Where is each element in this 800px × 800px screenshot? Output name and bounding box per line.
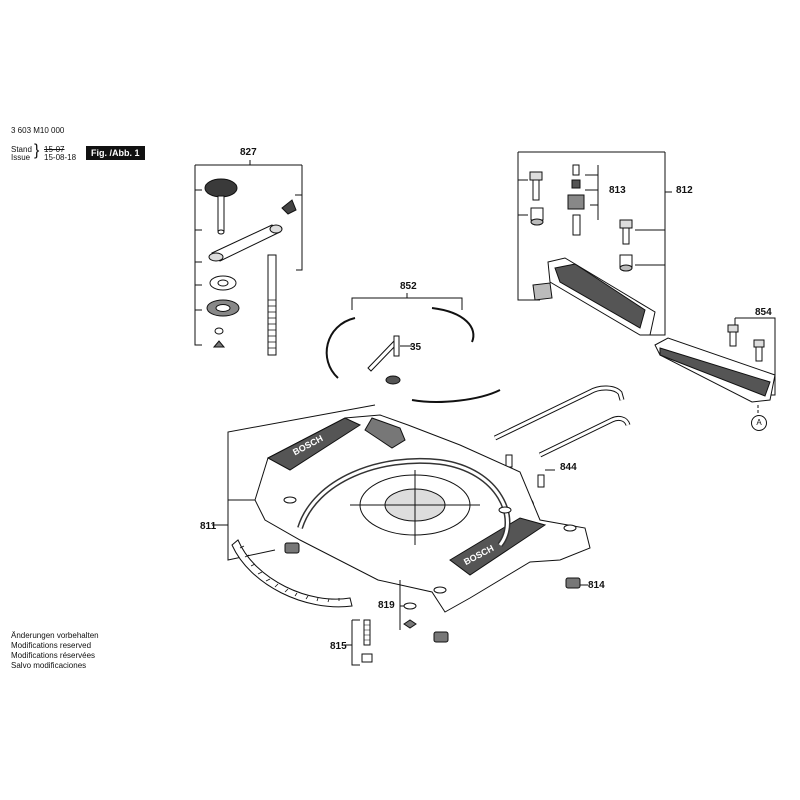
callout-819: 819 xyxy=(378,600,395,611)
clamp-washers-part xyxy=(206,275,240,348)
footer-line-de: Änderungen vorbehalten xyxy=(11,631,99,640)
callout-35: 35 xyxy=(410,342,422,353)
stand-bracket: } xyxy=(34,142,40,159)
stand-label: Stand xyxy=(11,145,32,154)
footer-line-fr: Modifications réservées xyxy=(11,651,96,660)
bracket-827 xyxy=(194,160,303,346)
fence-plate-part xyxy=(532,257,656,336)
issue-label: Issue xyxy=(11,153,31,162)
bracket-852 xyxy=(351,293,463,310)
retaining-clips-part xyxy=(325,307,501,403)
fence-screws-part xyxy=(529,164,633,272)
fence-extension-part xyxy=(654,324,776,403)
footer-line-en: Modifications reserved xyxy=(11,641,92,650)
callout-811: 811 xyxy=(200,521,217,532)
clamp-arm-part xyxy=(208,199,297,262)
miter-scale-part xyxy=(231,539,353,608)
callout-827: 827 xyxy=(240,147,257,158)
base-table-part xyxy=(254,414,591,613)
callout-854: 854 xyxy=(755,307,772,318)
extension-rail-part xyxy=(493,385,631,488)
footer-line-es: Salvo modificaciones xyxy=(11,661,87,670)
bracket-812 xyxy=(517,151,672,336)
figure-label: Fig. /Abb. 1 xyxy=(86,146,145,160)
callout-813: 813 xyxy=(609,185,626,196)
reference-a-right: A xyxy=(751,415,767,431)
callout-844: 844 xyxy=(560,462,577,473)
hex-key-part xyxy=(367,335,412,385)
document-number: 3 603 M10 000 xyxy=(11,126,65,135)
callout-852: 852 xyxy=(400,281,417,292)
issue-value: 15-08-18 xyxy=(44,153,77,162)
callout-812: 812 xyxy=(676,185,693,196)
clamp-knob-part xyxy=(204,178,238,235)
clamp-rod-part xyxy=(267,254,277,356)
callout-814: 814 xyxy=(588,580,605,591)
rubber-feet-part xyxy=(284,542,588,643)
stand-value: 15-07 xyxy=(44,145,65,154)
callout-815: 815 xyxy=(330,641,347,652)
clamp-bolts-part xyxy=(345,580,417,666)
